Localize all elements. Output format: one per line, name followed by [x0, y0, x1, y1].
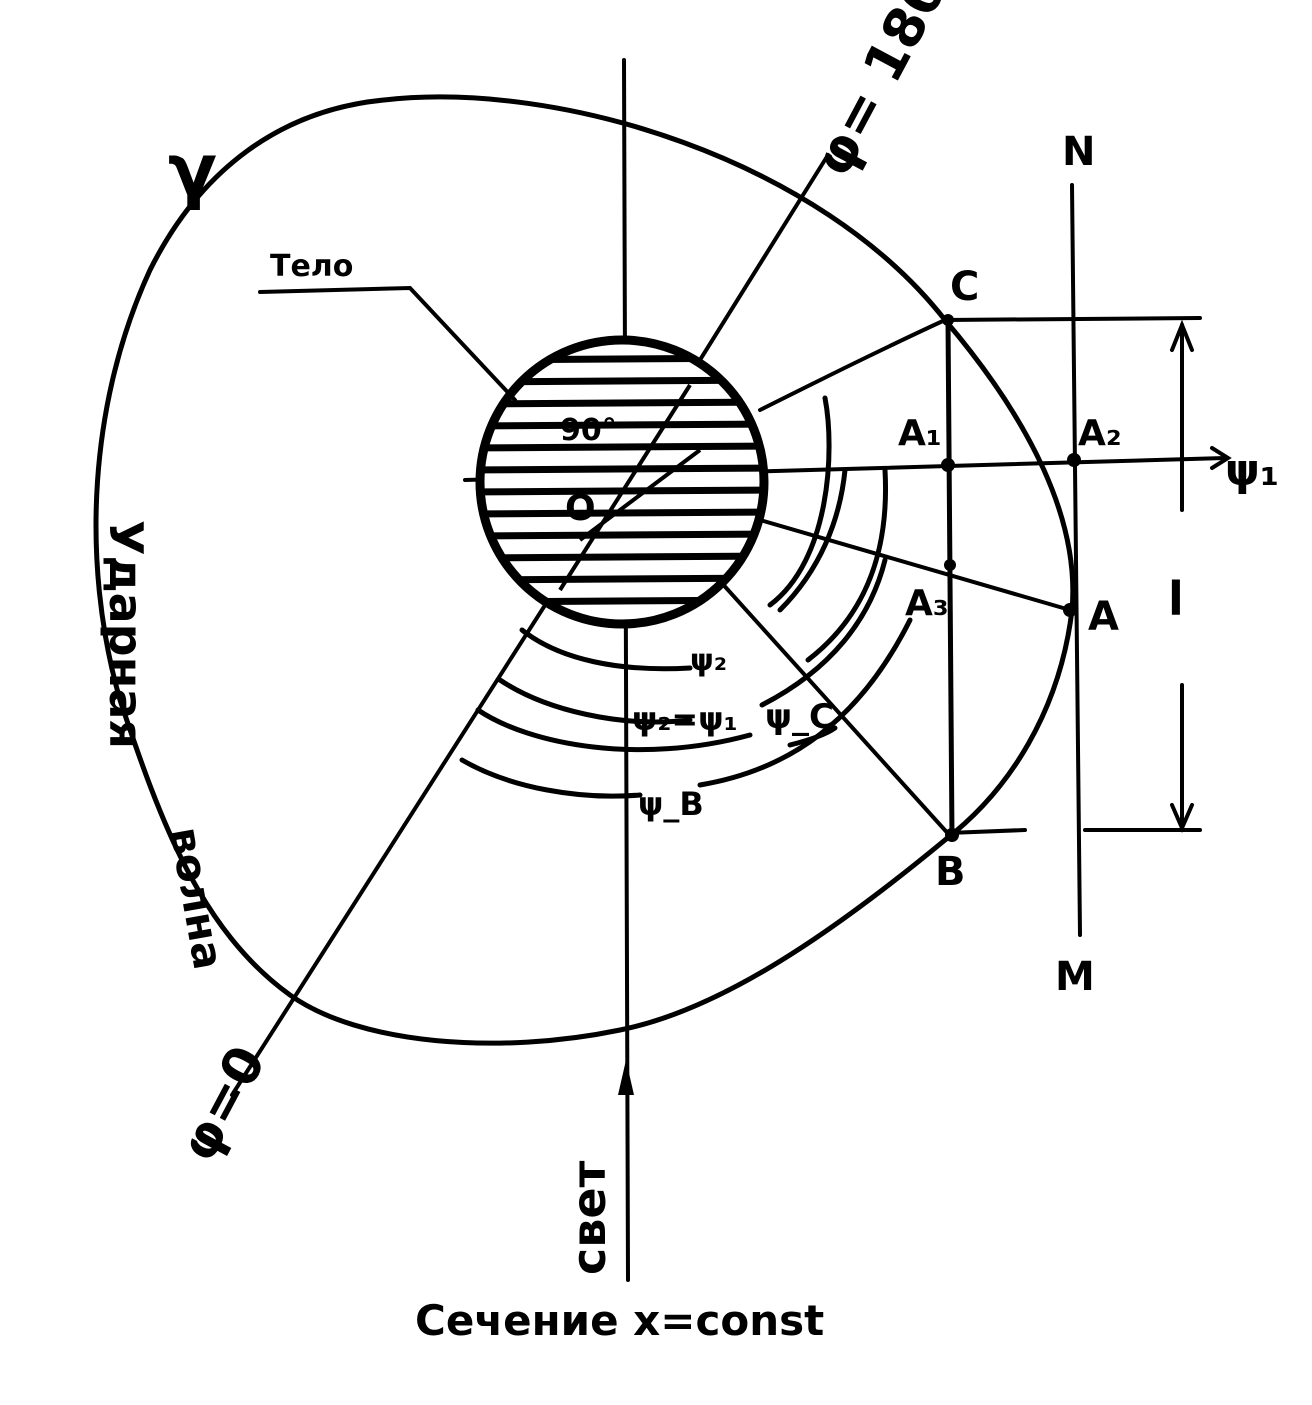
- arc-inner-3: [767, 395, 832, 608]
- point-A3-label: A₃: [905, 583, 949, 624]
- psi-upper-label: ψ₂: [690, 643, 727, 678]
- point-A1-dot: [941, 458, 955, 472]
- point-A1-label: A₁: [898, 413, 942, 454]
- dim-line-bottom-left: [946, 828, 1027, 835]
- body-label-leader: [258, 285, 517, 402]
- dim-arrow-top: [1170, 319, 1194, 352]
- dim-l-label: l: [1168, 572, 1184, 626]
- psi-B-label: ψ_B: [638, 785, 704, 823]
- psi-C-label: ψ_C: [765, 697, 834, 737]
- angle-90-label: 90°: [560, 413, 617, 448]
- dim-arrow-bottom: [1170, 803, 1194, 834]
- arc-inner-2: [805, 467, 889, 663]
- phi-0-label: φ=0: [169, 1037, 279, 1172]
- section-label: Сечение x=const: [415, 1296, 824, 1345]
- psi1-arrow-icon: [1210, 446, 1232, 470]
- line-NM: [1070, 183, 1082, 937]
- origin-label: O: [565, 488, 596, 529]
- ray-to-C: [758, 318, 947, 412]
- arc-inner-1: [777, 467, 848, 613]
- arc-psi2: [519, 627, 693, 672]
- curve-gamma-label: γ: [168, 128, 217, 212]
- ray-to-B: [708, 568, 954, 840]
- point-A3-dot: [944, 559, 956, 571]
- chord-CB: [945, 317, 955, 841]
- light-arrow-icon: [618, 1060, 634, 1095]
- shock-wave-label-line2: волна: [160, 823, 233, 973]
- point-A-dot: [1063, 603, 1077, 617]
- point-M-label: M: [1055, 954, 1095, 1000]
- psi-mid-label: ψ₂=ψ₁: [632, 700, 738, 738]
- body-label: Тело: [270, 249, 353, 284]
- dim-line-top: [943, 316, 1202, 322]
- point-A-label: A: [1088, 594, 1119, 640]
- point-A2-dot: [1067, 453, 1081, 467]
- arc-psiC-lower: [759, 557, 888, 708]
- arc-psi2-eq-psi1: [497, 677, 693, 725]
- arc-psi2-eq-psi1-outer: [475, 707, 753, 753]
- light-label: свет: [562, 1160, 616, 1275]
- point-C-label: C: [950, 264, 979, 310]
- body-hatched-circle: [475, 335, 769, 629]
- phi-180-label: φ= 180°: [801, 0, 972, 186]
- shock-wave-label-line1: Ударная: [99, 520, 153, 749]
- point-A2-label: A₂: [1078, 413, 1122, 454]
- arc-psiC-end: [787, 725, 838, 748]
- vertical-axis-line: [622, 58, 630, 1282]
- point-C-dot: [942, 314, 954, 326]
- axis-psi1-label: ψ₁: [1225, 445, 1279, 496]
- ray-to-A: [758, 518, 1072, 612]
- point-N-label: N: [1062, 129, 1095, 175]
- point-B-dot: [945, 828, 959, 842]
- point-B-label: B: [935, 849, 966, 895]
- arc-psiB: [459, 757, 643, 799]
